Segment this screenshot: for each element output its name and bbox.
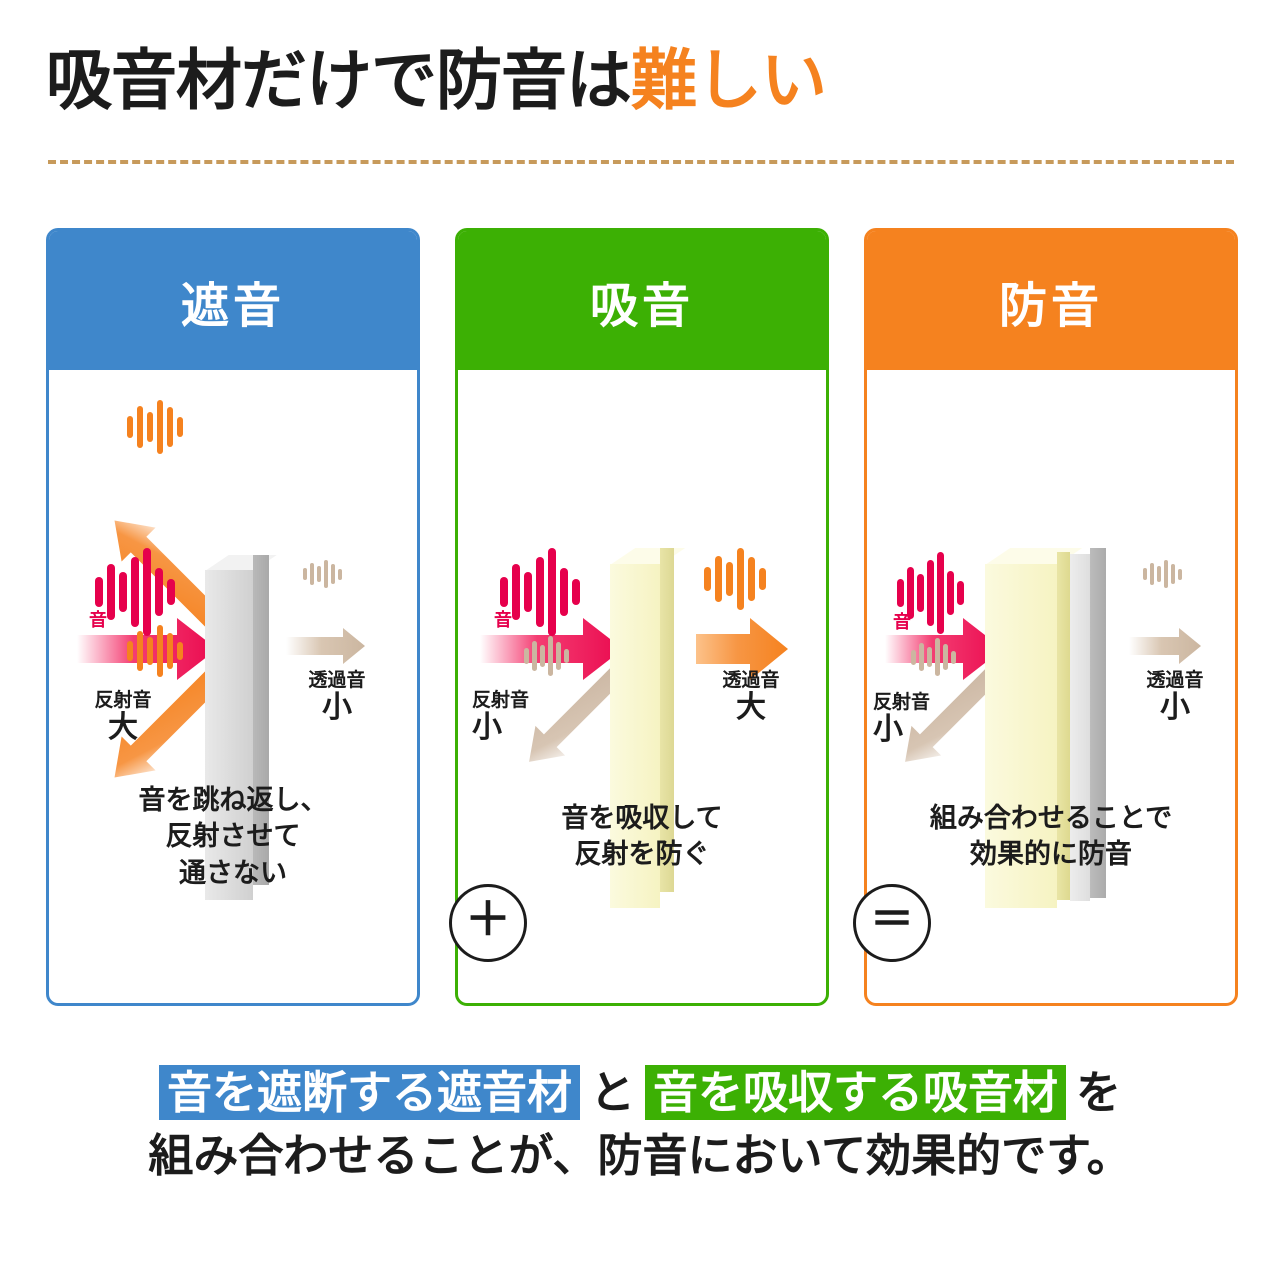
wave-incoming-absorbing bbox=[500, 548, 580, 636]
label-transmitted-blocking: 透過音 小 bbox=[287, 670, 387, 725]
wave-incoming-soundproofing bbox=[897, 552, 964, 634]
diagram-absorbing: 音 bbox=[458, 370, 826, 908]
label-transmitted-absorbing: 透過音 大 bbox=[696, 670, 806, 725]
label-transmitted-magnitude: 大 bbox=[736, 691, 766, 725]
caption-line: 音を吸収して bbox=[561, 803, 723, 833]
wave-transmitted-absorbing bbox=[704, 548, 766, 610]
label-reflected-magnitude: 大 bbox=[108, 711, 138, 745]
card-heading-label: 遮音 bbox=[180, 279, 285, 333]
card-sound-absorbing: 吸音 bbox=[455, 228, 829, 1006]
caption-line: 反射を防ぐ bbox=[574, 839, 710, 870]
wave-reflected-blocking-upper bbox=[127, 400, 183, 454]
label-incoming-sound-absorbing: 音 bbox=[494, 610, 512, 630]
label-reflected-text: 反射音 bbox=[873, 692, 931, 713]
caption-line: 効果的に防音 bbox=[970, 839, 1132, 870]
footer-summary: 音を遮断する遮音材と音を吸収する吸音材を 組み合わせることが、防音において効果的… bbox=[0, 1065, 1280, 1182]
card-heading-label: 吸音 bbox=[589, 279, 694, 333]
caption-line: 組み合わせることで bbox=[929, 803, 1173, 833]
footer-line-1: 音を遮断する遮音材と音を吸収する吸音材を bbox=[0, 1065, 1280, 1120]
card-caption-soundproofing: 組み合わせることで 効果的に防音 bbox=[867, 800, 1235, 873]
footer-highlight-blocking-material: 音を遮断する遮音材 bbox=[158, 1065, 580, 1120]
card-header-soundproofing: 防音 bbox=[867, 231, 1235, 370]
operator-plus-symbol: ＋ bbox=[465, 893, 511, 945]
wall-panel-absorbing bbox=[610, 548, 686, 908]
wave-incoming-blocking bbox=[95, 548, 175, 636]
caption-line: 通さない bbox=[179, 857, 287, 888]
footer-particle: を bbox=[1076, 1067, 1122, 1118]
wall-panel-combined bbox=[985, 548, 1125, 908]
label-transmitted-text: 透過音 bbox=[722, 670, 780, 691]
title-divider bbox=[48, 160, 1234, 164]
label-reflected-magnitude: 小 bbox=[873, 713, 903, 747]
caption-line: 反射させて bbox=[165, 821, 301, 852]
wave-reflected-soundproofing bbox=[911, 638, 956, 676]
card-heading-label: 防音 bbox=[998, 279, 1103, 333]
page-title-main: 吸音材だけで防音は bbox=[46, 43, 632, 117]
label-incoming-sound-soundproofing: 音 bbox=[893, 612, 911, 632]
page-title-accent: 難しい bbox=[631, 43, 827, 117]
label-reflected-text: 反射音 bbox=[472, 690, 530, 711]
concept-card-row: 遮音 bbox=[46, 228, 1238, 1008]
card-body-blocking: 音 bbox=[49, 370, 417, 1003]
label-transmitted-magnitude: 小 bbox=[1160, 691, 1190, 725]
card-caption-absorbing: 音を吸収して 反射を防ぐ bbox=[458, 800, 826, 873]
card-caption-blocking: 音を跳ね返し、 反射させて 通さない bbox=[49, 782, 417, 891]
label-reflected-magnitude: 小 bbox=[472, 711, 502, 745]
card-soundproof-blocking: 遮音 bbox=[46, 228, 420, 1006]
operator-plus: ＋ bbox=[449, 884, 527, 962]
wave-reflected-absorbing bbox=[524, 636, 569, 676]
label-reflected-absorbing: 反射音 小 bbox=[472, 690, 572, 745]
wall-panel-blocking bbox=[205, 555, 277, 900]
label-reflected-soundproofing: 反射音 小 bbox=[873, 692, 973, 747]
card-header-blocking: 遮音 bbox=[49, 231, 417, 370]
operator-equals: ＝ bbox=[853, 884, 931, 962]
wave-reflected-blocking-lower bbox=[127, 625, 183, 677]
operator-equals-symbol: ＝ bbox=[870, 895, 914, 944]
label-incoming-sound-blocking: 音 bbox=[89, 610, 107, 630]
label-transmitted-magnitude: 小 bbox=[322, 691, 352, 725]
label-reflected-blocking: 反射音 大 bbox=[73, 690, 173, 745]
footer-highlight-absorbing-material: 音を吸収する吸音材 bbox=[645, 1065, 1067, 1120]
footer-conjunction: と bbox=[589, 1067, 635, 1118]
label-transmitted-soundproofing: 透過音 小 bbox=[1125, 670, 1225, 725]
wave-transmitted-blocking bbox=[303, 560, 342, 588]
diagram-soundproofing: 音 透過音 bbox=[867, 370, 1235, 908]
wave-transmitted-soundproofing bbox=[1143, 560, 1182, 588]
card-body-soundproofing: 音 透過音 bbox=[867, 370, 1235, 1003]
card-body-absorbing: 音 bbox=[458, 370, 826, 1003]
label-reflected-text: 反射音 bbox=[94, 690, 152, 711]
diagram-arrows-soundproofing bbox=[885, 618, 1201, 762]
page-title: 吸音材だけで防音は難しい bbox=[46, 34, 1236, 126]
card-soundproofing-combined: 防音 bbox=[864, 228, 1238, 1006]
diagram-blocking: 音 bbox=[49, 370, 417, 900]
caption-line: 音を跳ね返し、 bbox=[138, 785, 328, 815]
card-header-absorbing: 吸音 bbox=[458, 231, 826, 370]
footer-line-2: 組み合わせることが、防音において効果的です。 bbox=[148, 1130, 1132, 1182]
label-transmitted-text: 透過音 bbox=[1146, 670, 1204, 691]
label-transmitted-text: 透過音 bbox=[308, 670, 366, 691]
